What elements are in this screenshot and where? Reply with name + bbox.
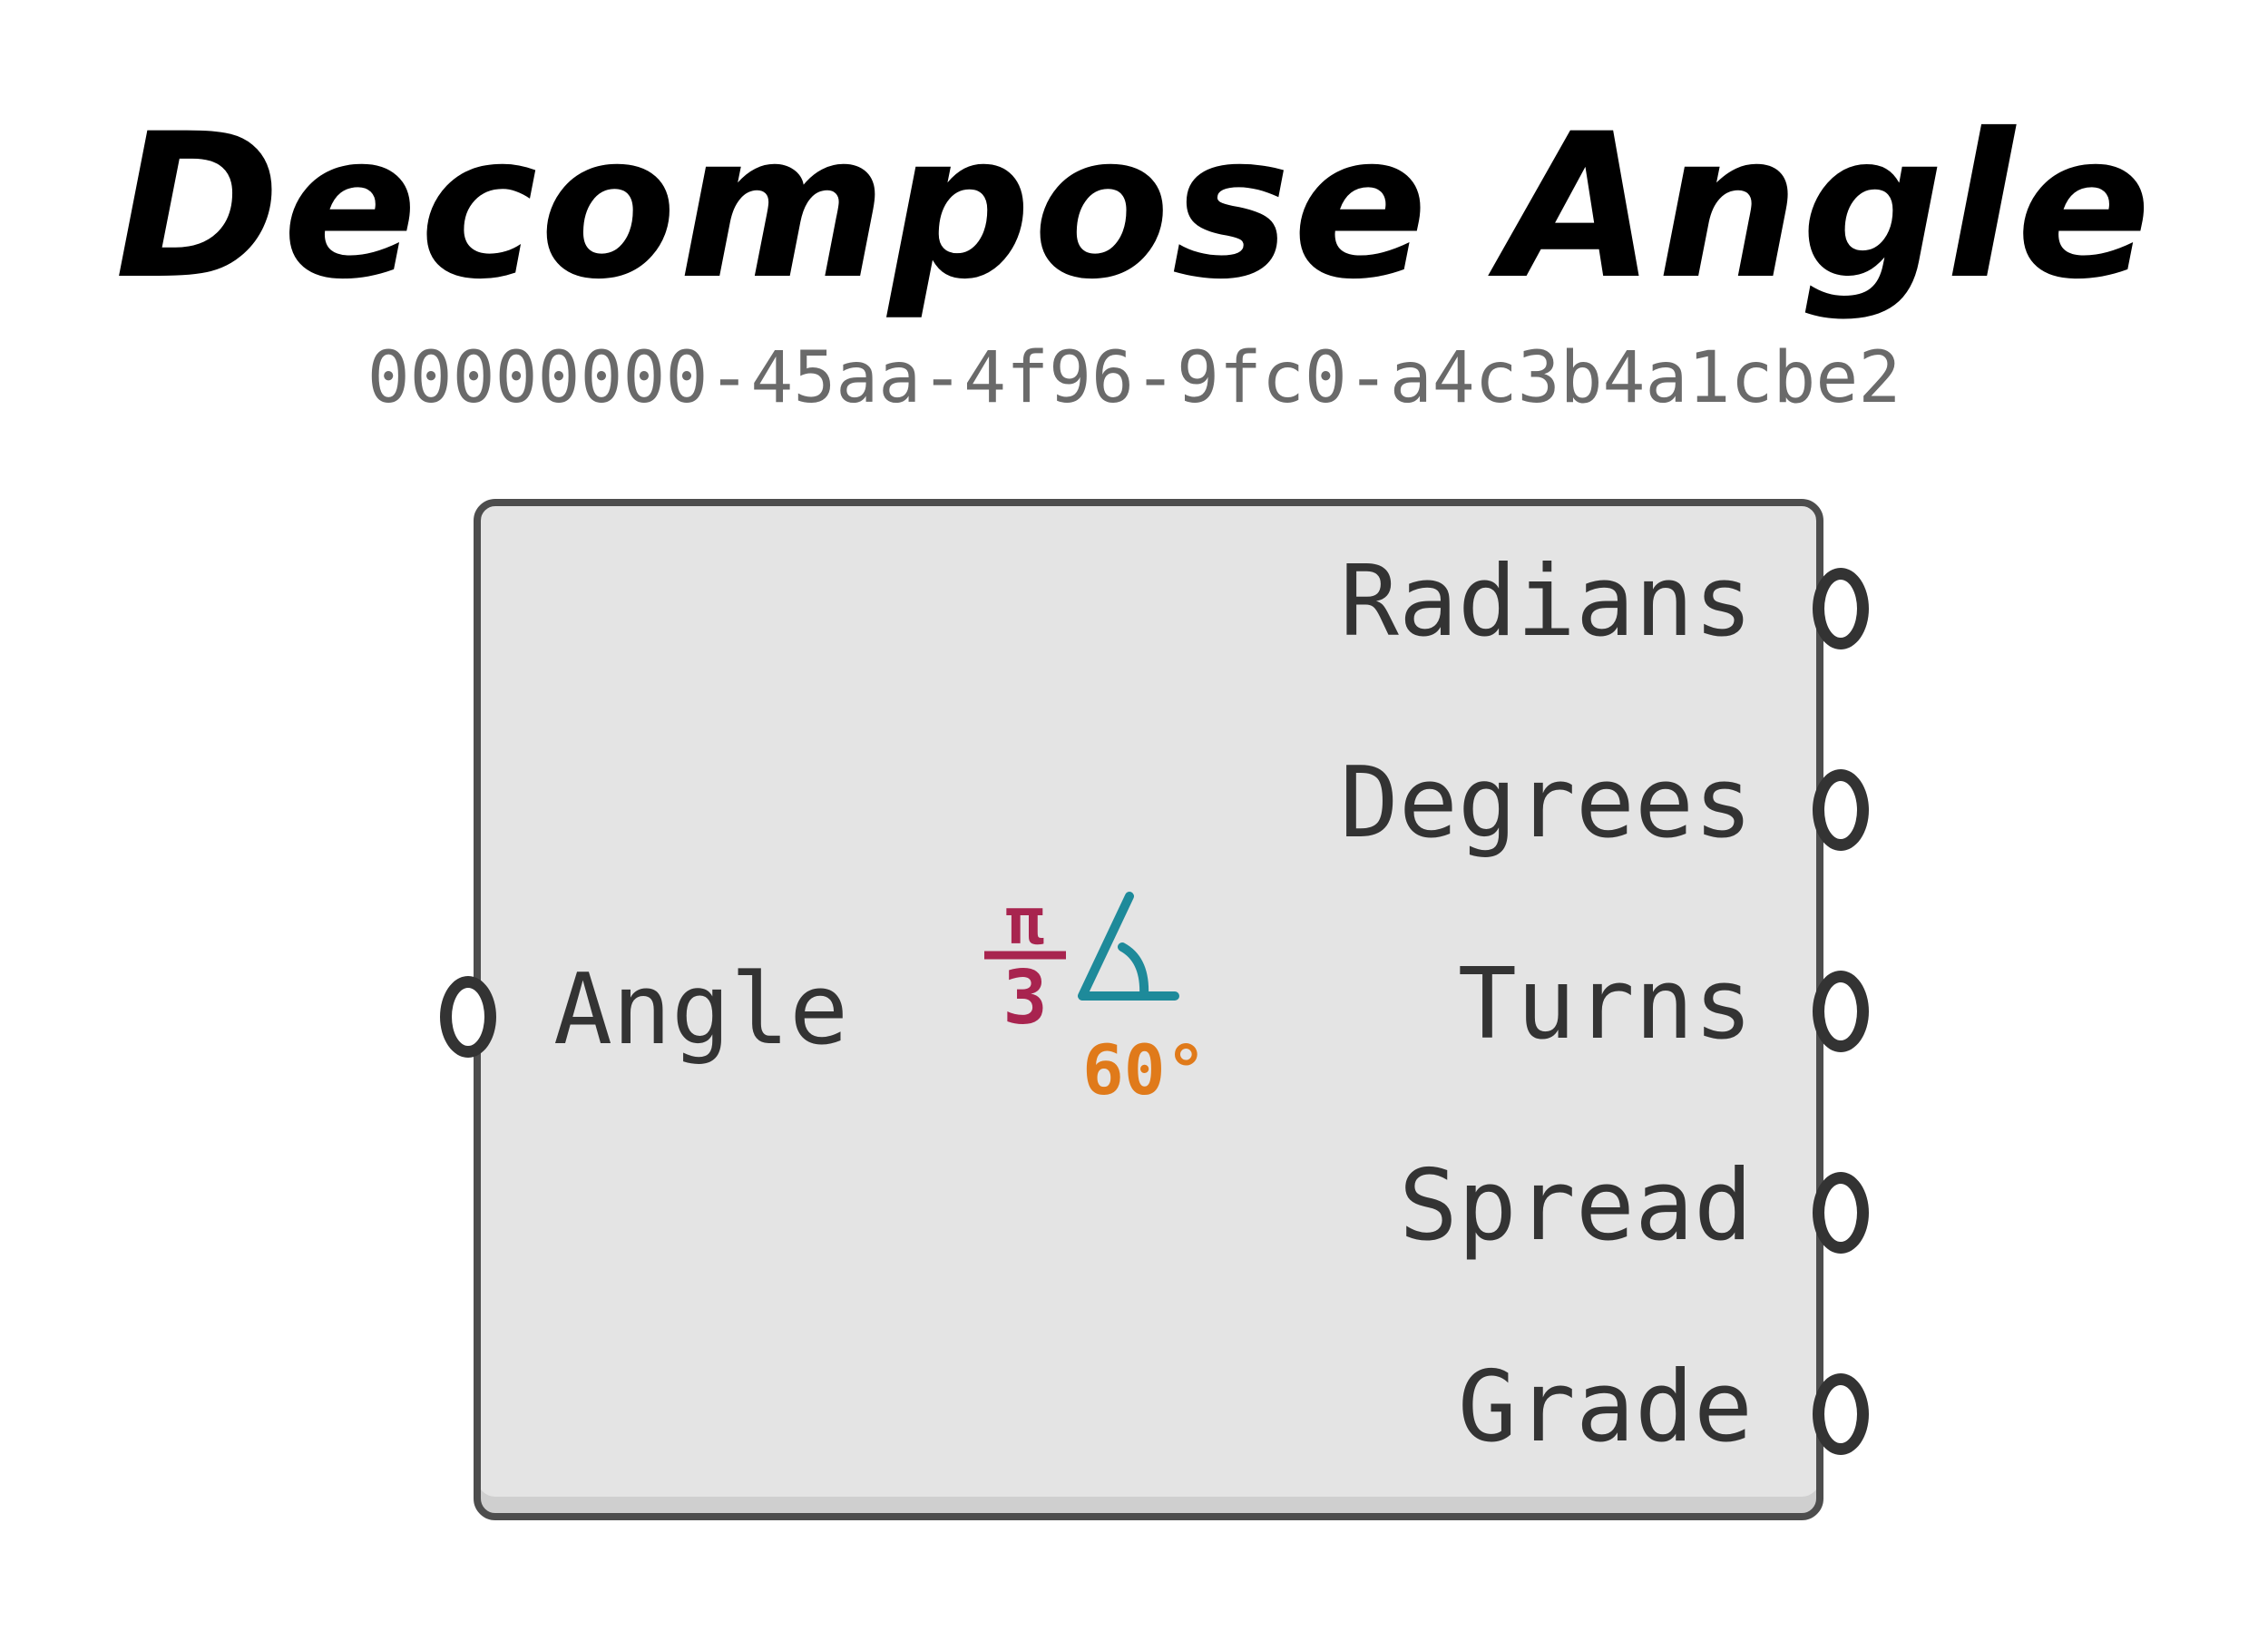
output-grip-grade[interactable]	[1813, 1373, 1869, 1455]
component-body[interactable]: Angle π 3 60° Radians Degrees Turns Spre…	[440, 499, 1869, 1520]
icon-fraction-denominator: 3	[1002, 955, 1047, 1041]
angle-decompose-icon: π 3 60°	[984, 884, 1207, 1110]
output-label-spread: Spread	[1398, 1149, 1753, 1263]
component-title: Decompose Angle	[114, 91, 2154, 323]
output-label-grade: Grade	[1457, 1351, 1753, 1464]
output-label-radians: Radians	[1339, 545, 1753, 659]
output-grip-spread[interactable]	[1813, 1172, 1869, 1254]
output-grip-degrees[interactable]	[1813, 769, 1869, 851]
output-grip-turns[interactable]	[1813, 971, 1869, 1052]
icon-fraction-numerator: π	[1006, 884, 1044, 959]
icon-angle-symbol	[1078, 892, 1179, 1001]
input-grip-angle[interactable]	[440, 976, 496, 1058]
output-label-degrees: Degrees	[1339, 747, 1753, 860]
icon-degrees-value: 60°	[1082, 1030, 1207, 1110]
input-label-angle: Angle	[553, 953, 849, 1067]
output-label-turns: Turns	[1457, 948, 1753, 1061]
output-grip-radians[interactable]	[1813, 568, 1869, 649]
component-guid: 00000000-45aa-4f96-9fc0-a4c3b4a1cbe2	[367, 337, 1901, 419]
